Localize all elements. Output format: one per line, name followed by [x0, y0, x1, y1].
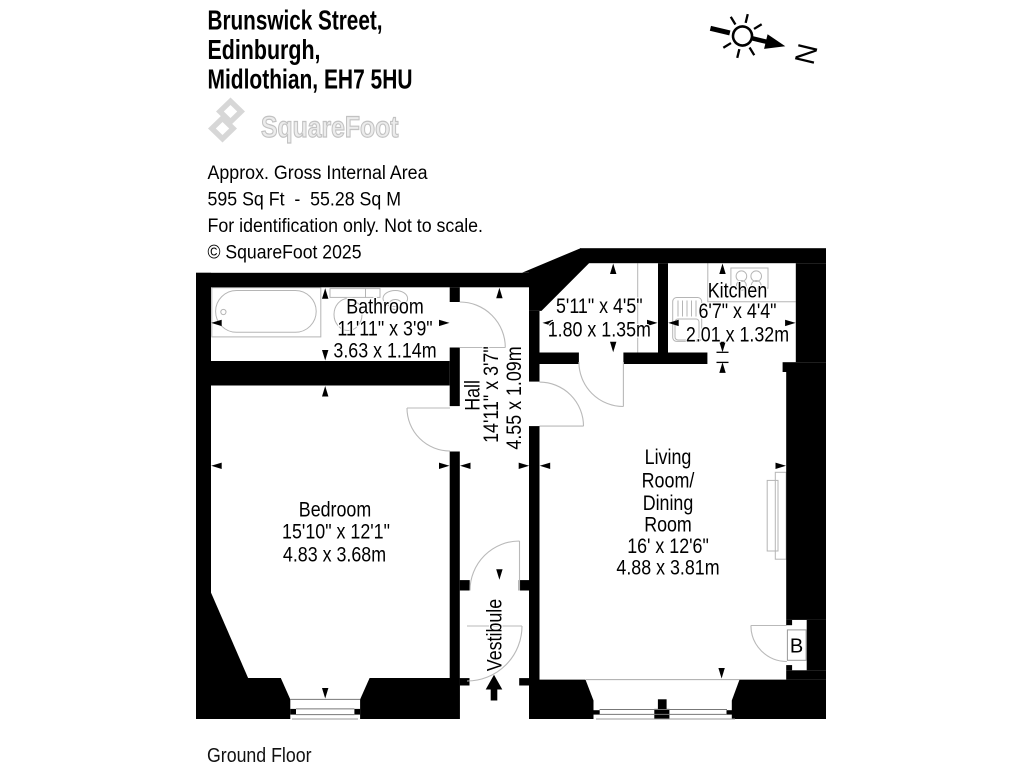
- svg-text:Edinburgh,: Edinburgh,: [208, 34, 321, 65]
- svg-text:Vestibule: Vestibule: [483, 599, 506, 671]
- svg-text:Kitchen: Kitchen: [708, 280, 768, 303]
- svg-text:Room: Room: [644, 514, 692, 537]
- svg-text:1.80 x 1.35m: 1.80 x 1.35m: [548, 319, 651, 342]
- svg-text:Bathroom: Bathroom: [346, 296, 423, 319]
- svg-text:595 Sq Ft - 55.28 Sq M: 595 Sq Ft - 55.28 Sq M: [208, 190, 402, 211]
- svg-text:Brunswick Street,: Brunswick Street,: [208, 5, 383, 36]
- svg-text:Dining: Dining: [643, 492, 694, 515]
- svg-text:B: B: [790, 636, 803, 658]
- svg-text:5'11" x 4'5": 5'11" x 4'5": [556, 295, 643, 318]
- svg-text:15'10" x 12'1": 15'10" x 12'1": [282, 521, 390, 544]
- svg-text:14'11" x 3'7": 14'11" x 3'7": [480, 346, 503, 443]
- svg-text:Hall: Hall: [461, 380, 484, 411]
- svg-text:16' x 12'6": 16' x 12'6": [627, 535, 709, 558]
- svg-text:Living: Living: [645, 446, 692, 469]
- svg-text:© SquareFoot 2025: © SquareFoot 2025: [208, 243, 362, 264]
- svg-text:4.88 x 3.81m: 4.88 x 3.81m: [616, 557, 719, 580]
- svg-text:SquareFoot: SquareFoot: [261, 111, 399, 144]
- svg-text:2.01 x 1.32m: 2.01 x 1.32m: [686, 324, 789, 347]
- svg-text:Bedroom: Bedroom: [299, 499, 371, 522]
- svg-text:4.55 x 1.09m: 4.55 x 1.09m: [503, 346, 526, 449]
- svg-text:3.63 x 1.14m: 3.63 x 1.14m: [333, 340, 436, 363]
- svg-text:Ground Floor: Ground Floor: [207, 745, 312, 767]
- svg-text:Room/: Room/: [642, 470, 695, 493]
- svg-text:Midlothian, EH7 5HU: Midlothian, EH7 5HU: [208, 64, 413, 95]
- svg-text:For identification only. Not t: For identification only. Not to scale.: [208, 216, 484, 237]
- svg-text:4.83 x 3.68m: 4.83 x 3.68m: [283, 544, 386, 567]
- svg-text:6'7" x 4'4": 6'7" x 4'4": [699, 300, 777, 323]
- svg-text:11'11" x 3'9": 11'11" x 3'9": [337, 318, 432, 341]
- svg-text:Approx. Gross Internal Area: Approx. Gross Internal Area: [208, 163, 428, 184]
